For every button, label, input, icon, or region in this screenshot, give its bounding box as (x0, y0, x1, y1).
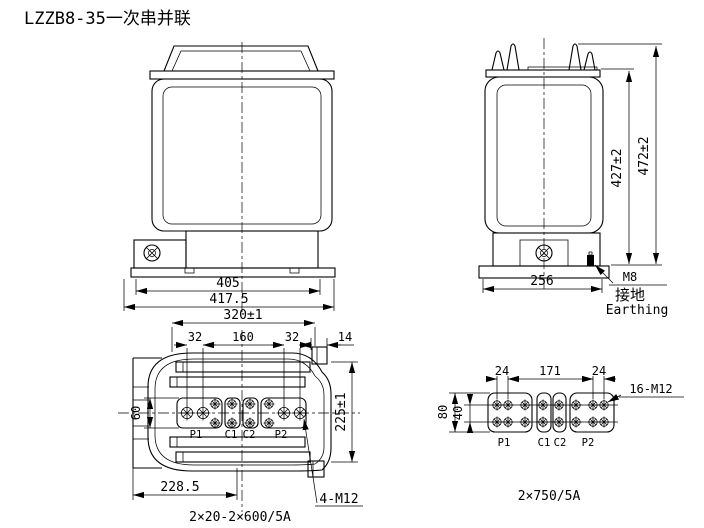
plan-dimensions: 320±1 32 160 32 14 225±1 60 (129, 308, 363, 525)
earthing-label-en: Earthing (606, 303, 669, 318)
plan-bolt-callout: 4-M12 (319, 492, 358, 507)
dim-24r-label: 24 (592, 364, 606, 378)
detail-label-c1: C1 (538, 437, 551, 449)
earth-bolt-icon (587, 255, 594, 266)
dim-225-label: 225±1 (334, 392, 349, 431)
plan-rating-label: 2×20-2×600/5A (189, 510, 291, 525)
front-view: 405 417.5 (123, 42, 336, 312)
drawing-title: LZZB8-35一次串并联 (24, 9, 191, 29)
p2-bolt-icon (292, 405, 308, 421)
p1-bolt-icon (195, 405, 211, 421)
dim-32l-label: 32 (188, 330, 202, 344)
dim-320-label: 320±1 (223, 308, 262, 323)
detail-label-c2: C2 (554, 437, 567, 449)
dim-40-label: 40 (451, 406, 465, 420)
earthing-label-cn: 接地 (615, 286, 645, 304)
dim-80-label: 80 (436, 405, 450, 419)
dim-427-label: 427±2 (610, 148, 625, 187)
dim-60-label: 60 (129, 406, 143, 420)
p2-bolt-icon (276, 405, 292, 421)
dim-405-label: 405 (216, 276, 239, 291)
dim-160-label: 160 (232, 330, 254, 344)
detail-label-p1: P1 (498, 437, 511, 449)
side-body-outline (478, 43, 610, 279)
detail-terminal-block: P1 C1 C2 P2 (464, 392, 618, 449)
dim-228-label: 228.5 (160, 480, 199, 495)
dim-472-label: 472±2 (637, 136, 652, 175)
terminal-label-p1: P1 (190, 429, 203, 441)
detail-dimensions: 24 171 24 80 40 16-M12 2×750/5A (436, 364, 684, 504)
dim-24l-label: 24 (495, 364, 509, 378)
earth-bolt-label: M8 (623, 270, 637, 284)
terminal-label-p2: P2 (275, 429, 288, 441)
dim-417-label: 417.5 (209, 292, 248, 307)
front-dimensions: 405 417.5 (123, 276, 335, 311)
detail-label-p2: P2 (582, 437, 595, 449)
dim-171-label: 171 (539, 364, 561, 378)
bolt-callout-leader (302, 418, 318, 504)
terminal-label-c1: C1 (225, 429, 238, 441)
side-dimensions: 256 427±2 472±2 M8 接地 Earthing (482, 43, 669, 318)
terminal-detail-view: P1 C1 C2 P2 24 171 24 80 40 (436, 364, 684, 504)
plan-view: P1 C1 C2 P2 320±1 32 160 32 14 (118, 308, 363, 525)
earthing-leader (594, 264, 614, 284)
detail-bolt-callout: 16-M12 (629, 382, 672, 396)
terminal-label-c2: C2 (243, 429, 256, 441)
side-view: 256 427±2 472±2 M8 接地 Earthing (478, 38, 669, 318)
dim-256-label: 256 (530, 274, 553, 289)
front-body-outline (130, 45, 336, 278)
detail-bolt-callout-leader (607, 394, 622, 403)
plan-terminal-block: P1 C1 C2 P2 (176, 397, 308, 441)
dim-32r-label: 32 (285, 330, 299, 344)
dim-14-label: 14 (338, 330, 352, 344)
p1-bolt-icon (179, 405, 195, 421)
detail-rating-label: 2×750/5A (518, 489, 581, 504)
front-earth-bolt-icon (143, 244, 161, 262)
